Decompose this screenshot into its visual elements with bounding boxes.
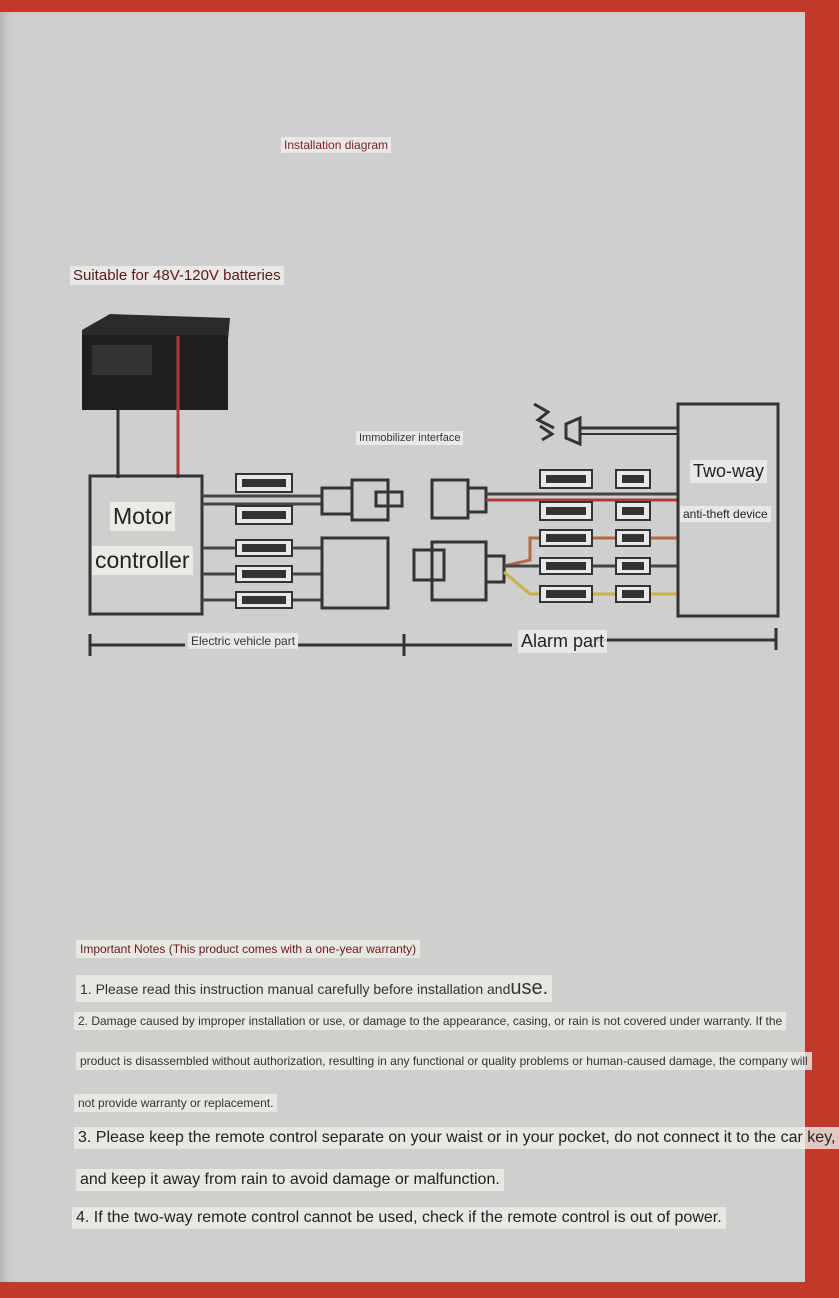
motor-controller-label-1: Motor	[110, 502, 175, 531]
note-2-line-1: 2. Damage caused by improper installatio…	[74, 1012, 787, 1030]
battery-icon	[82, 314, 230, 410]
note-1: 1. Please read this instruction manual c…	[76, 975, 553, 1002]
part-divider	[88, 628, 778, 656]
battery-note: Suitable for 48V-120V batteries	[70, 266, 284, 285]
ev-part-label: Electric vehicle part	[188, 633, 299, 649]
note-2-line-2: product is disassembled without authoriz…	[76, 1052, 812, 1070]
note-1-text: 1. Please read this instruction manual c…	[80, 981, 511, 997]
note-3-line-2: and keep it away from rain to avoid dama…	[76, 1169, 504, 1191]
installation-diagram	[82, 314, 780, 656]
diagram-title: Installation diagram	[281, 137, 392, 153]
antitheft-label-1: Two-way	[690, 460, 768, 483]
note-3-line-1: 3. Please keep the remote control separa…	[74, 1127, 839, 1149]
notes-heading: Important Notes (This product comes with…	[76, 940, 421, 958]
immobilizer-label: Immobilizer interface	[356, 431, 464, 445]
motor-controller-label-2: controller	[92, 546, 193, 575]
antitheft-device-box	[676, 402, 780, 618]
siren-icon	[533, 402, 678, 447]
note-2-line-3: not provide warranty or replacement.	[74, 1094, 278, 1112]
note-1-end: use.	[510, 977, 549, 999]
antitheft-label-2: anti-theft device	[680, 506, 771, 522]
note-4: 4. If the two-way remote control cannot …	[72, 1207, 726, 1229]
motor-controller-box	[88, 474, 204, 616]
alarm-part-label: Alarm part	[518, 630, 608, 653]
